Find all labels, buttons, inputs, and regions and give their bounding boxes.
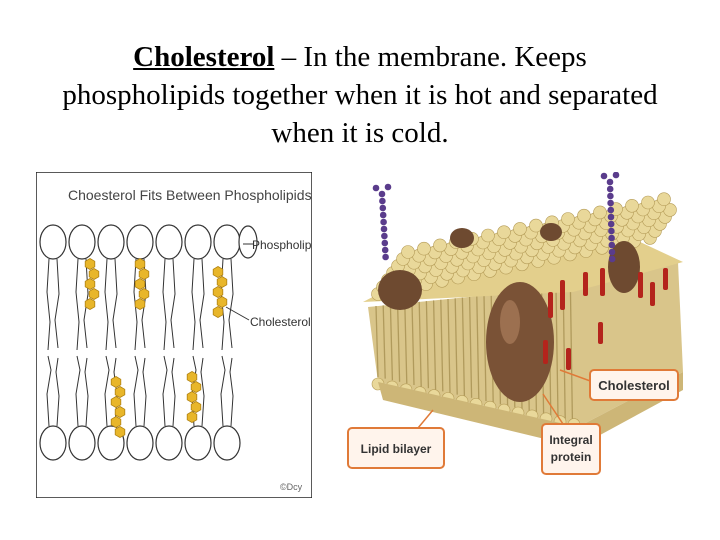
- peripheral-protein-left: [378, 270, 422, 310]
- cholesterol-ring: [135, 299, 145, 310]
- diagram-credit: ©Dcy: [280, 482, 303, 492]
- sugar-bead: [609, 256, 616, 263]
- cholesterol-ring: [89, 269, 99, 280]
- head-bead: [562, 213, 575, 226]
- cholesterol-ring: [187, 392, 197, 403]
- cholesterol-ring: [111, 397, 121, 408]
- left-diagram-heading: Choesterol Fits Between Phospholipids: [68, 187, 312, 203]
- lipid-bilayer-pointer: [418, 410, 433, 428]
- sugar-bead: [608, 235, 615, 242]
- phospholipid-head: [185, 225, 211, 259]
- cholesterol-label-right: Cholesterol: [598, 378, 670, 393]
- cholesterol-label-left: Cholesterol: [250, 315, 311, 329]
- cholesterol-ring: [217, 277, 227, 288]
- head-bead: [642, 196, 655, 209]
- head-bead: [418, 242, 431, 255]
- phospholipid-head: [127, 426, 153, 460]
- sugar-bead: [601, 173, 608, 180]
- sugar-bead: [608, 214, 615, 221]
- head-bead: [626, 199, 639, 212]
- cholesterol-ring: [213, 287, 223, 298]
- sugar-bead: [607, 200, 614, 207]
- head-bead: [594, 206, 607, 219]
- head-bead: [402, 246, 415, 259]
- phospholipid-head: [98, 225, 124, 259]
- cholesterol-ring: [85, 279, 95, 290]
- peripheral-protein-top-right: [540, 223, 562, 241]
- integral-protein-label-box: [542, 424, 600, 474]
- lipid-bilayer-label: Lipid bilayer: [361, 442, 432, 456]
- head-bead: [514, 222, 527, 235]
- sugar-bead: [380, 205, 387, 212]
- phospholipid-head: [40, 426, 66, 460]
- title-keyword: Cholesterol: [133, 41, 274, 73]
- cholesterol-ring: [85, 259, 95, 270]
- cholesterol-ring: [213, 307, 223, 318]
- phospholipid-head: [214, 426, 240, 460]
- sugar-bead: [379, 198, 386, 205]
- sugar-bead: [379, 191, 386, 198]
- cholesterol-ring: [135, 259, 145, 270]
- sugar-bead: [609, 242, 616, 249]
- integral-protein-label-line2: protein: [551, 450, 592, 464]
- phospholipid-cholesterol-diagram: Choesterol Fits Between Phospholipids Ph…: [36, 172, 312, 498]
- sugar-bead: [381, 226, 388, 233]
- head-bead: [482, 229, 495, 242]
- cholesterol-ring: [187, 372, 197, 383]
- phospholipid-head: [185, 426, 211, 460]
- sugar-bead: [382, 247, 389, 254]
- peripheral-protein-top: [450, 228, 474, 248]
- cholesterol-ring: [139, 289, 149, 300]
- sugar-bead: [608, 228, 615, 235]
- phospholipid-head: [156, 225, 182, 259]
- cholesterol-ring: [115, 427, 125, 438]
- phospholipid-head: [156, 426, 182, 460]
- phospholipid-head: [40, 225, 66, 259]
- cholesterol-ring: [85, 299, 95, 310]
- sugar-bead: [607, 193, 614, 200]
- sugar-bead: [607, 179, 614, 186]
- cholesterol-ring: [115, 407, 125, 418]
- sugar-bead: [381, 233, 388, 240]
- cholesterol-ring: [135, 279, 145, 290]
- cholesterol-ring: [213, 267, 223, 278]
- sugar-bead: [382, 254, 389, 261]
- cholesterol-ring: [111, 417, 121, 428]
- sugar-bead: [607, 186, 614, 193]
- sugar-bead: [380, 212, 387, 219]
- sugar-bead: [385, 184, 392, 191]
- cholesterol-ring: [187, 412, 197, 423]
- phospholipid-head: [127, 225, 153, 259]
- head-bead: [434, 239, 447, 252]
- head-bead: [498, 226, 511, 239]
- cholesterol-ring: [111, 377, 121, 388]
- cholesterol-ring: [217, 297, 227, 308]
- phospholipid-head: [69, 426, 95, 460]
- sugar-bead: [373, 185, 380, 192]
- cholesterol-ring: [191, 382, 201, 393]
- cholesterol-ring: [191, 402, 201, 413]
- protein-highlight: [500, 300, 520, 344]
- sugar-bead: [608, 221, 615, 228]
- phospholipid-label: Phospholipid: [252, 238, 312, 252]
- sugar-bead: [613, 172, 620, 178]
- sugar-bead: [609, 249, 616, 256]
- membrane-3d-diagram: Cholesterol Lipid bilayer Integral prote…: [338, 172, 698, 502]
- phospholipid-head: [69, 225, 95, 259]
- slide-title: Cholesterol – In the membrane. Keeps pho…: [60, 38, 660, 152]
- integral-protein-label-line1: Integral: [549, 433, 592, 447]
- sugar-bead: [380, 219, 387, 226]
- sugar-bead: [608, 207, 615, 214]
- cholesterol-ring: [89, 289, 99, 300]
- head-bead: [658, 193, 671, 206]
- head-bead: [578, 209, 591, 222]
- phospholipid-head: [214, 225, 240, 259]
- cholesterol-ring: [115, 387, 125, 398]
- sugar-bead: [382, 240, 389, 247]
- cholesterol-ring: [139, 269, 149, 280]
